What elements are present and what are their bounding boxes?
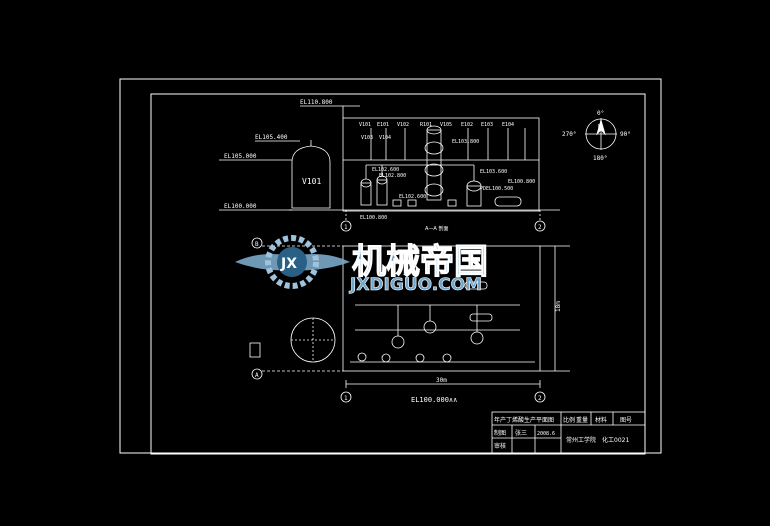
inner-frame bbox=[150, 93, 646, 455]
equipment-tags: V101 E101 V102 R101 V105 E102 E103 E104 … bbox=[359, 122, 514, 141]
elevation-right-b: EL100.800 bbox=[508, 179, 535, 185]
tag-1: E101 bbox=[377, 122, 389, 128]
grid-2-bottom: 2 bbox=[538, 395, 542, 402]
grid-a: A bbox=[255, 372, 259, 379]
watermark-brand: 机械帝国 bbox=[352, 242, 488, 282]
title-school: 常州工学院 bbox=[566, 436, 596, 444]
elevation-mid-a: EL102.600 bbox=[372, 167, 399, 173]
title-block bbox=[491, 411, 646, 455]
elevation-mid-b: EL102.800 bbox=[379, 173, 406, 179]
elevation-mid-c: EL102.600 bbox=[399, 194, 426, 200]
title-scale: 比例 bbox=[563, 416, 575, 424]
compass-n: N bbox=[598, 124, 601, 130]
plan-elevation-label: EL100.000∧∧ bbox=[411, 396, 457, 404]
tag-5: E102 bbox=[461, 122, 473, 128]
elevation-right-c: PDEL100.500 bbox=[480, 186, 513, 192]
title-weight: 重量 bbox=[576, 416, 588, 424]
elevation-top-label: EL110.800 bbox=[300, 99, 333, 106]
elevation-mid-e: EL100.800 bbox=[360, 215, 387, 221]
grid-1-bottom: 1 bbox=[344, 395, 348, 402]
north-compass bbox=[585, 118, 617, 150]
title-material: 材料 bbox=[595, 416, 607, 424]
grid-b: B bbox=[255, 241, 259, 248]
tag-6: E103 bbox=[481, 122, 493, 128]
tag-3: R101 bbox=[420, 122, 432, 128]
tag-0: V101 bbox=[359, 122, 371, 128]
plan-view bbox=[249, 237, 570, 403]
grid-2-top: 2 bbox=[538, 224, 542, 231]
compass-south: 180° bbox=[593, 155, 607, 162]
watermark-logo: JX bbox=[235, 235, 350, 289]
tank-v101-label: V101 bbox=[302, 177, 321, 186]
compass-west: 270° bbox=[562, 131, 576, 138]
title-date: 2008.6 bbox=[537, 431, 555, 437]
elevation-tank-top-label: EL105.400 bbox=[255, 134, 288, 141]
grid-1-top: 1 bbox=[344, 224, 348, 231]
compass-east: 90° bbox=[620, 131, 631, 138]
title-drawn-label: 制图 bbox=[494, 429, 506, 437]
elevation-mid-d: EL103.800 bbox=[452, 139, 479, 145]
dimension-height: 18m bbox=[555, 301, 562, 312]
elevation-view bbox=[219, 105, 560, 232]
compass-north: 0° bbox=[597, 110, 604, 117]
dimension-width: 30m bbox=[436, 377, 447, 384]
watermark-url: JXDIGUO.COM bbox=[349, 275, 482, 295]
tag-7: E104 bbox=[502, 122, 514, 128]
elevation-floor2-label: EL105.000 bbox=[224, 153, 257, 160]
title-class: 化工0021 bbox=[602, 436, 629, 444]
logo-text: JX bbox=[280, 256, 297, 272]
title-drawn-name: 张三 bbox=[515, 429, 527, 437]
elevation-ground-label: EL100.000 bbox=[224, 203, 257, 210]
watermark: JX 机械帝国 JXDIGUO.COM bbox=[235, 235, 489, 295]
title-check-label: 审核 bbox=[494, 442, 506, 450]
elevation-right-a: EL103.600 bbox=[480, 169, 507, 175]
title-drawing-no: 图号 bbox=[620, 417, 632, 424]
tag2-0: V103 bbox=[361, 135, 373, 141]
title-drawing-name: 年产丁烯酸生产平面图 bbox=[494, 416, 554, 424]
tag2-1: V104 bbox=[379, 135, 391, 141]
tag-4: V105 bbox=[440, 122, 452, 128]
tag-2: V102 bbox=[397, 122, 409, 128]
outer-frame bbox=[119, 78, 662, 454]
section-label: A—A 剖面 bbox=[425, 225, 448, 232]
